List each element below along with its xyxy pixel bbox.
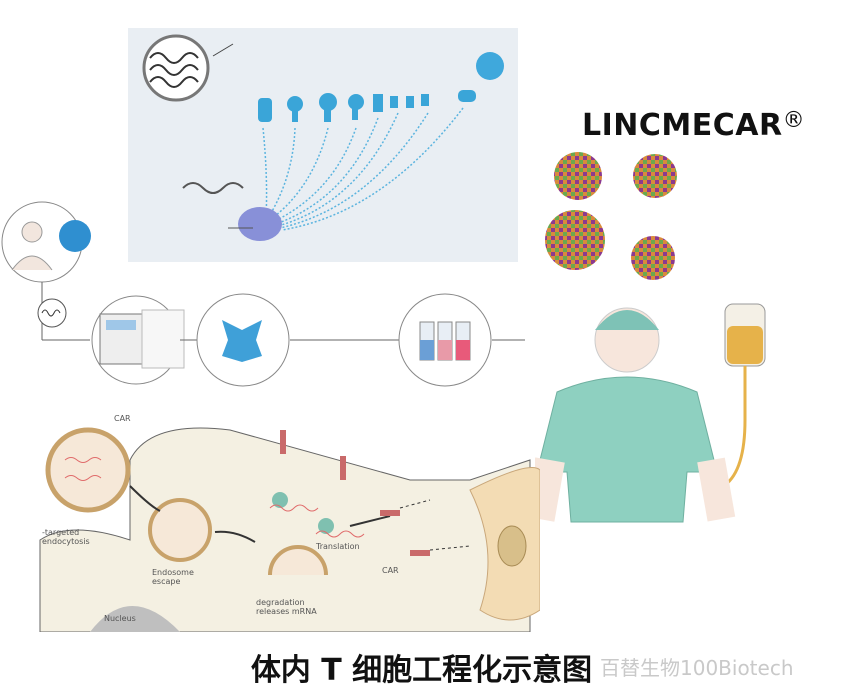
iv-line: [724, 366, 747, 487]
virus-icon: [142, 34, 234, 102]
registered-mark: ®: [782, 108, 806, 133]
nanoparticle-icon: [633, 154, 677, 198]
vials-icon: [398, 293, 492, 387]
ribosome-icon: [318, 518, 334, 534]
delivery-mechanism-panel: CAR -targeted endocytosis Endosome escap…: [30, 400, 540, 632]
car-receptor-icon: [380, 510, 400, 516]
workflow-strip: [1, 201, 525, 387]
protein-design-panel: [128, 28, 518, 262]
nanoparticle-icon: [631, 236, 675, 280]
ribosome-icon: [272, 492, 288, 508]
hospital-gown: [536, 376, 718, 523]
nucleus-icon: [90, 606, 180, 632]
escaping-endosome-icon: [268, 545, 328, 576]
virus-particle-icon: [59, 220, 91, 252]
label-car-top: CAR: [114, 414, 131, 423]
brand-name: LINCMECAR: [582, 108, 783, 143]
protein-structure-icon: [196, 293, 290, 387]
lipid-nanoparticles: [545, 152, 677, 280]
lnp-icon: [45, 427, 131, 513]
mrna-strand-icon: [182, 182, 244, 194]
mechanism-illustration: [39, 427, 540, 632]
figure-caption: 体内 T 细胞工程化示意图: [250, 653, 593, 688]
car-receptor-icon: [280, 430, 286, 454]
car-receptor-icon: [340, 456, 346, 480]
protein-design-illustration: [142, 34, 504, 241]
label-endosome-escape: Endosome escape: [152, 568, 194, 586]
label-degradation: degradation releases mRNA: [256, 598, 317, 616]
label-translation: Translation: [316, 542, 360, 551]
waveform-icon: [37, 298, 67, 328]
car-receptor-icon: [410, 550, 430, 556]
endosome-icon: [148, 498, 212, 562]
watermark-text: 百替生物100Biotech: [600, 656, 794, 680]
label-nucleus: Nucleus: [104, 614, 136, 623]
label-car-right: CAR: [382, 566, 399, 575]
sequencer-icon: [91, 295, 185, 385]
patient-infusion-illustration: [535, 303, 766, 523]
label-endocytosis: -targeted endocytosis: [42, 528, 90, 546]
ribosome-icon: [238, 207, 282, 241]
brand-title: LINCMECAR®: [582, 108, 805, 143]
protein-variants: [258, 90, 476, 122]
surgical-cap-icon: [595, 310, 659, 330]
virus-particle-icon: [476, 52, 504, 80]
nanoparticle-icon: [554, 152, 602, 200]
nanoparticle-icon: [545, 210, 605, 270]
patient-icon: [1, 201, 91, 283]
